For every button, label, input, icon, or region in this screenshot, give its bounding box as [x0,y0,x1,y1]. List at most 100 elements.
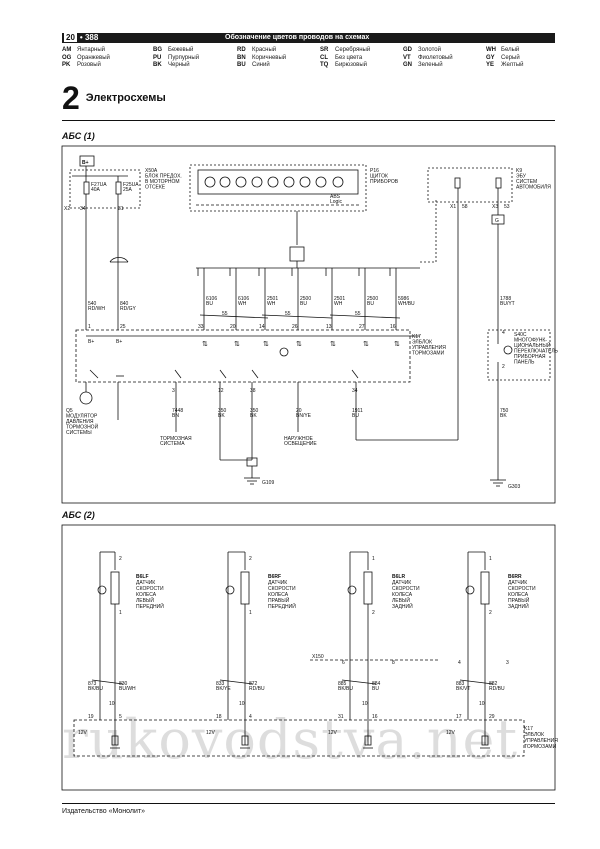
ground-label: G109 [262,480,274,486]
k17-label: K17 [412,334,421,340]
wire-number: 2500 [367,296,378,302]
fuse-label: F25UA [123,182,139,188]
pin-number: X3 [492,204,498,210]
wire-number: 830 [119,681,128,687]
fuse-block-label: В МОТОРНОМ [145,179,180,185]
color-code: SR [320,47,329,53]
pin-number: 53 [504,204,510,210]
wire-color: BU [372,686,379,692]
sensor-description: КОЛЕСА [268,592,289,598]
color-name: Белый [501,47,520,53]
color-name: Желтый [501,62,524,68]
header-title: Обозначение цветов проводов на схемах [225,34,370,41]
k17-label: УПРАВЛЕНИЯ [524,738,558,744]
pin-number: 33 [198,324,204,330]
color-name: Бежевый [168,47,194,53]
k17-label: ТОРМОЗАМИ [412,351,445,357]
wire-number: 6106 [206,296,217,302]
wire-color: BN [172,413,179,419]
color-code: BN [237,54,246,61]
p16-label: ПРИБОРОВ [370,179,399,185]
k17-label: ЭЛБЛОК [412,340,432,346]
wire-color: RD/GY [120,306,137,312]
page-total: 388 [84,33,99,42]
wire-number: 2501 [267,296,278,302]
header-bar [62,33,555,43]
wire-color: RD/BU [249,686,265,692]
connector-g-label: G [495,218,499,224]
wire-number: 350 [250,408,259,414]
pin-number: 34 [80,206,86,212]
color-code: BG [153,47,162,53]
twisted-pair-number: 10 [362,701,368,707]
wire [341,679,377,685]
wire-number: 350 [218,408,227,414]
filter-element [364,735,372,746]
can-arrow-icon: ⇅ [263,341,269,348]
filter-element [241,735,249,746]
wire-color: BU [206,301,213,307]
wire-color: WH [238,301,247,307]
pin-number: X1 [450,204,456,210]
fuse-block [69,169,141,209]
sensor-description: КОЛЕСА [508,592,529,598]
q5-label: ДАВЛЕНИЯ [66,419,94,425]
color-code: AM [62,47,72,53]
wire [459,679,494,685]
page-current: 20 [64,33,77,42]
can-arrow-icon: ⇅ [296,341,302,348]
wire-color: WH [267,301,276,307]
pin-number: 18 [216,714,222,720]
abs-logic-label: ABS [330,194,341,200]
pin-number: 1 [88,324,91,330]
sensor-id: B6RR [508,574,522,580]
color-code: GN [403,62,412,68]
wire-number: 885 [338,681,347,687]
can-arrow-icon: ⇅ [363,341,369,348]
filter-element [481,735,489,746]
wire-number: 6106 [238,296,249,302]
k17-ebcm [75,329,411,383]
legend-item: AM Янтарный [62,47,110,55]
wire-color: BK/YE [216,686,231,692]
color-name: Бирюзовый [335,62,367,68]
color-code: BU [237,62,246,68]
can-arrow-icon: ⇅ [394,341,400,348]
pin-number: 4 [502,330,505,336]
color-name: Пурпурный [168,54,200,61]
color-name: Янтарный [77,47,105,53]
k9-label: АВТОМОБИЛЯ [516,185,551,191]
color-name: Оранжевый [77,54,110,61]
gear-icon [347,585,357,595]
wire-color: BK [218,413,225,419]
can-arrow-icon: ⇅ [202,341,208,348]
section-abs1-title: АБС (1) [62,131,95,141]
sensor-description: КОЛЕСА [136,592,157,598]
sensor-description: ЗАДНИЙ [508,602,529,610]
fuse-block-label: БЛОК ПРЕДОХ. [145,174,182,180]
wire-color: BK [250,413,257,419]
color-code: GD [403,47,412,53]
pin-number: 2 [372,610,375,616]
color-name: Золотой [418,47,441,53]
color-code: PK [62,62,71,68]
pin-number: 16 [390,324,396,330]
k9-label: K9 [516,168,522,174]
chapter-title: Электросхемы [85,92,166,104]
wire-color: BU/YT [500,301,515,307]
wire-color: WH [334,301,343,307]
s40c-label: S40C [514,332,527,338]
voltage-label: 12V [206,730,216,736]
pin-number: 2 [489,610,492,616]
wire-number: 5986 [398,296,409,302]
wire-number: 20 [296,408,302,414]
pin-number: 27 [359,324,365,330]
